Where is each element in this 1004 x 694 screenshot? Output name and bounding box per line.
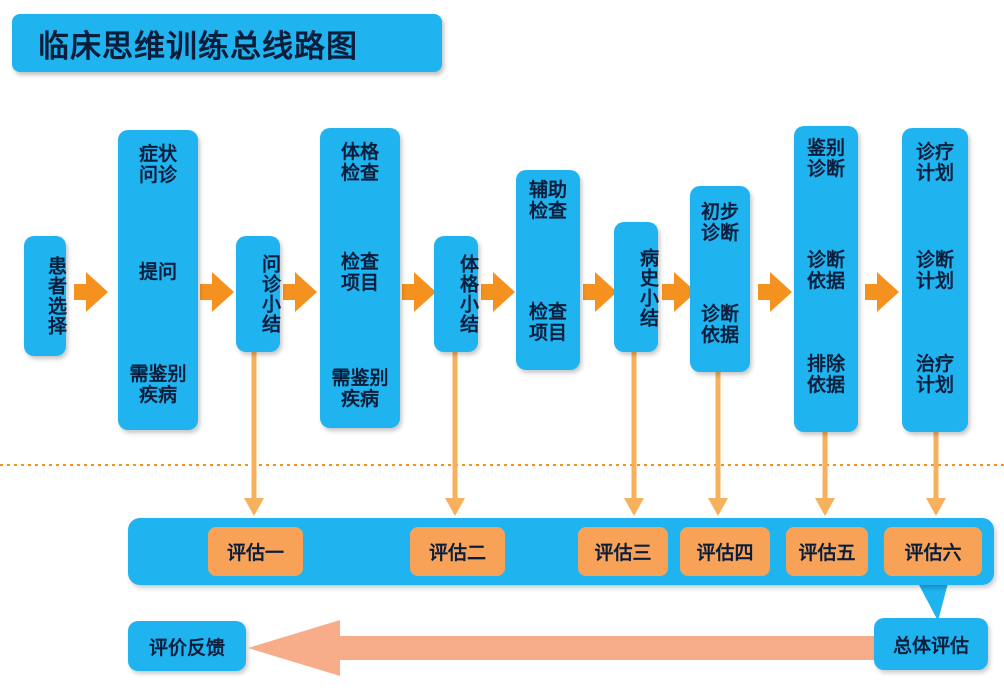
diff-mid-label: 诊断依据 bbox=[806, 249, 845, 292]
diagram-title: 临床思维训练总线路图 bbox=[12, 14, 442, 72]
eval-6: 评估六 bbox=[884, 527, 982, 576]
symptom-top-label: 症状问诊 bbox=[138, 143, 177, 186]
treat-box bbox=[902, 128, 968, 432]
exam-summary-label: 体格小结 bbox=[457, 254, 479, 334]
inquiry-summary-label: 问诊小结 bbox=[259, 254, 281, 334]
prelim-box bbox=[690, 186, 750, 372]
eval-arrow-4-head bbox=[708, 498, 728, 516]
diff-box bbox=[794, 126, 858, 432]
eval-2: 评估二 bbox=[410, 527, 505, 576]
eval-1: 评估一 bbox=[208, 527, 303, 576]
exam-bottom-label: 需鉴别疾病 bbox=[331, 367, 389, 410]
symptom-bottom-label: 需鉴别疾病 bbox=[129, 363, 187, 406]
feedback-box: 评价反馈 bbox=[128, 621, 246, 671]
eval-arrow-5-head bbox=[815, 498, 835, 516]
aux-bottom-label: 检查项目 bbox=[528, 301, 567, 344]
overall-pointer bbox=[918, 583, 948, 621]
prelim-bottom-label: 诊断依据 bbox=[700, 303, 739, 346]
prelim-top-label: 初步诊断 bbox=[700, 201, 739, 244]
flow-arrow-7 bbox=[662, 272, 696, 312]
history-summary-label: 病史小结 bbox=[637, 248, 659, 328]
exam-mid-label: 检查项目 bbox=[340, 251, 379, 294]
exam-summary-box bbox=[434, 236, 478, 352]
overall-eval-box: 总体评估 bbox=[874, 618, 988, 670]
eval-5: 评估五 bbox=[786, 527, 868, 576]
eval-arrows bbox=[244, 352, 946, 516]
flow-arrow-4 bbox=[402, 272, 436, 312]
exam-top-label: 体格检查 bbox=[340, 141, 379, 184]
symptom-box bbox=[118, 130, 198, 430]
symptom-mid-label: 提问 bbox=[138, 261, 177, 283]
eval-arrow-6-head bbox=[926, 498, 946, 516]
flow-arrow-8 bbox=[758, 272, 792, 312]
flow-arrow-2 bbox=[200, 272, 234, 312]
diff-top-label: 鉴别诊断 bbox=[806, 137, 845, 180]
eval-arrow-2-head bbox=[445, 498, 465, 516]
aux-box bbox=[516, 170, 580, 370]
history-summary-box bbox=[614, 222, 658, 352]
flow-arrow-1 bbox=[74, 272, 108, 312]
eval-arrow-1-head bbox=[244, 498, 264, 516]
feedback-arrow bbox=[248, 620, 880, 676]
aux-top-label: 辅助检查 bbox=[528, 179, 567, 222]
exam-box bbox=[320, 128, 400, 428]
flow-arrows bbox=[74, 272, 899, 312]
patient-box bbox=[24, 236, 66, 356]
flow-arrow-5 bbox=[481, 272, 515, 312]
flow-arrow-3 bbox=[283, 272, 317, 312]
flow-arrow-9 bbox=[865, 272, 899, 312]
flow-arrow-6 bbox=[583, 272, 617, 312]
treat-top-label: 诊疗计划 bbox=[915, 141, 954, 184]
patient-label: 患者选择 bbox=[45, 256, 67, 336]
eval-arrow-3-head bbox=[624, 498, 644, 516]
eval-3: 评估三 bbox=[578, 527, 668, 576]
diff-bottom-label: 排除依据 bbox=[806, 353, 845, 396]
treat-mid-label: 诊断计划 bbox=[915, 249, 954, 292]
inquiry-summary-box bbox=[236, 236, 280, 352]
eval-4: 评估四 bbox=[680, 527, 770, 576]
treat-bottom-label: 治疗计划 bbox=[915, 353, 954, 396]
